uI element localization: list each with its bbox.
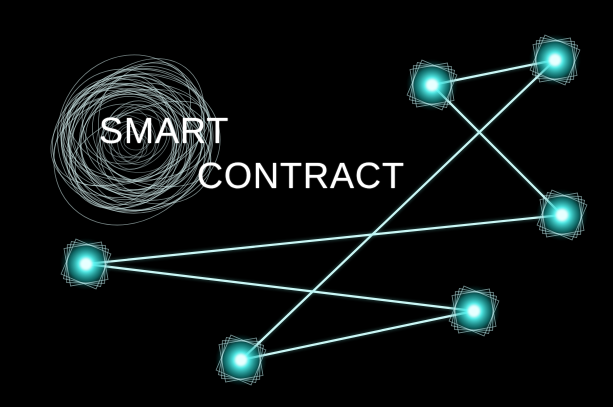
title-contract: CONTRACT <box>197 155 405 196</box>
network-node-icon <box>215 334 267 386</box>
network-node-icon <box>536 189 588 241</box>
title-smart: SMART <box>99 110 230 151</box>
network-node-icon <box>60 238 112 290</box>
network-node-icon <box>529 34 581 86</box>
network-node-icon <box>448 285 500 337</box>
network-node-icon <box>406 59 458 111</box>
swirl-sphere-icon <box>50 54 221 226</box>
